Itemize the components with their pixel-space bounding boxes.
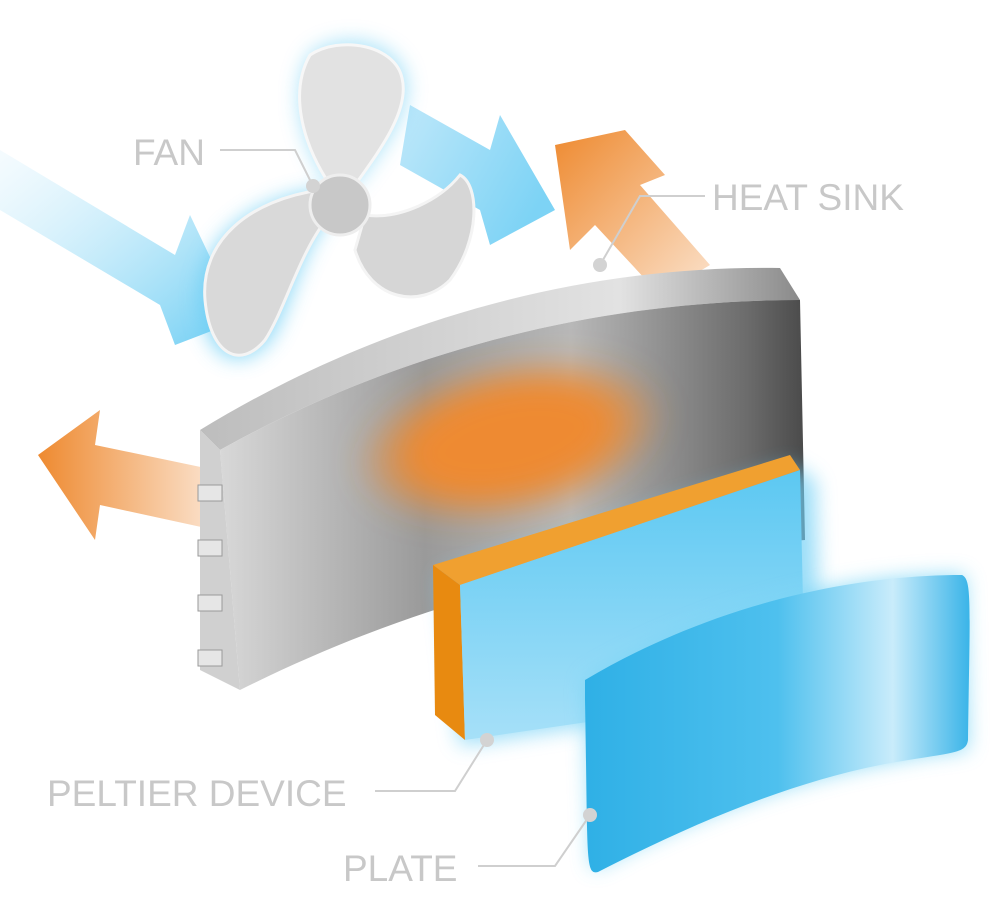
cold-plate (585, 575, 970, 873)
airflow-in-arrow (0, 150, 240, 345)
leader-lines (220, 149, 705, 867)
heat-spot (352, 354, 668, 526)
label-heat-sink: HEAT SINK (712, 177, 904, 218)
fan-icon (200, 41, 476, 359)
label-plate: PLATE (343, 848, 457, 889)
heat-sink (197, 267, 805, 690)
label-fan: FAN (133, 132, 205, 173)
airflow-out-arrow (400, 105, 555, 245)
heat-out-arrow-left (38, 410, 215, 540)
heat-out-arrow-up (555, 130, 710, 295)
label-peltier-device: PELTIER DEVICE (47, 773, 347, 814)
